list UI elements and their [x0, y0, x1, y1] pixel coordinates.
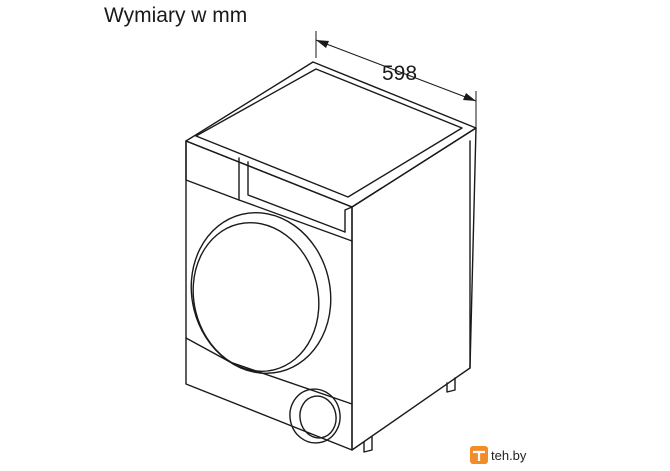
- side-outline: [351, 127, 477, 451]
- door-inner-ring: [192, 221, 320, 373]
- front-outline: [185, 140, 353, 451]
- dimension-arrow-left: [316, 40, 329, 48]
- foot-front-right: [363, 436, 373, 453]
- door-outer-ring: [190, 211, 332, 375]
- top-outline: [185, 61, 477, 208]
- dimension-line: [315, 39, 477, 102]
- page-title: Wymiary w mm: [104, 4, 248, 27]
- foot-rear-right: [446, 377, 456, 393]
- width-dimension: 598: [315, 31, 477, 128]
- width-label: 598: [382, 62, 417, 85]
- service-flap-inner: [299, 395, 337, 439]
- service-flap-outer: [289, 388, 341, 444]
- dryer-feet: [363, 377, 456, 453]
- tech-logo-icon: [470, 446, 488, 464]
- control-panel-edge: [185, 140, 353, 242]
- display-outline: [247, 161, 346, 233]
- top-inner-panel: [195, 68, 463, 198]
- dryer-side: [351, 127, 477, 451]
- dimension-arrow-right: [463, 93, 476, 101]
- watermark-text: teh.by: [491, 448, 527, 463]
- watermark: teh.by: [470, 446, 527, 464]
- panel-corner: [344, 206, 353, 233]
- plinth-top-edge: [185, 337, 353, 405]
- dryer-top: [185, 61, 477, 208]
